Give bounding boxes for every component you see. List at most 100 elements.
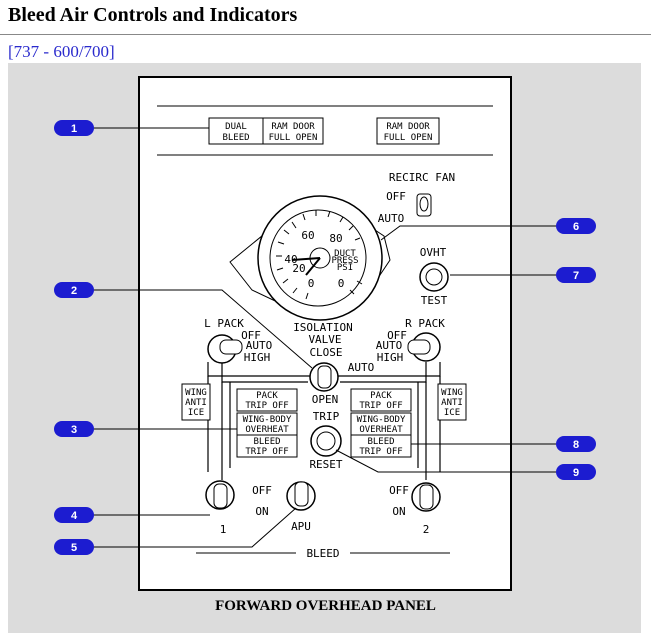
bleed-on-label: ON [255, 505, 268, 518]
callout-number: 2 [71, 285, 77, 297]
light-text: BLEED [367, 437, 394, 447]
light-text: FULL OPEN [269, 133, 318, 143]
l-pack-label: L PACK [204, 317, 244, 330]
light-text: ANTI [441, 398, 463, 408]
light-text: BLEED [253, 437, 280, 447]
light-text: DUAL [225, 122, 247, 132]
light-text: WING-BODY [243, 415, 292, 425]
light-text: WING [185, 388, 207, 398]
figure-caption: FORWARD OVERHEAD PANEL [215, 598, 436, 614]
gauge-tick-label: 20 [292, 262, 305, 275]
callout-number: 4 [71, 510, 78, 522]
wing-anti-ice-light-right: WING ANTI ICE [437, 383, 467, 421]
callout-6: 6 [556, 218, 596, 234]
apu-label: APU [291, 520, 311, 533]
gauge-tick-label: 40 [284, 253, 297, 266]
gauge-label: PSI [337, 263, 353, 273]
callout-number: 8 [573, 439, 579, 451]
callout-leaders [94, 127, 556, 548]
pack-trip-off-light-left: PACK TRIP OFF [236, 388, 298, 412]
callout-8: 8 [556, 436, 596, 452]
r-pack-off-label: OFF [387, 329, 407, 342]
ram-door-full-open-light: RAM DOOR FULL OPEN [262, 117, 324, 145]
callout-2: 2 [54, 282, 94, 298]
r-pack-auto-label: AUTO [376, 339, 403, 352]
gauge-tick-label: 0 [308, 277, 315, 290]
test-label: TEST [421, 294, 448, 307]
callout-number: 6 [573, 221, 579, 233]
isolation-valve-switch[interactable] [309, 362, 339, 392]
pack-trip-off-light-right: PACK TRIP OFF [350, 388, 412, 412]
ovht-test-button[interactable] [419, 262, 449, 292]
gauge-needle-left [291, 257, 321, 261]
engine-2-bleed-switch[interactable] [411, 482, 441, 512]
bleed-on-label-right: ON [392, 505, 405, 518]
l-pack-high-label: HIGH [244, 351, 271, 364]
iso-close-label: CLOSE [309, 346, 342, 359]
valve-label: VALVE [308, 333, 341, 346]
applicability-link[interactable]: [737 - 600/700] [8, 42, 115, 61]
ovht-label: OVHT [420, 246, 447, 259]
r-pack-label: R PACK [405, 317, 445, 330]
callout-number: 9 [573, 467, 579, 479]
trip-label: TRIP [313, 410, 340, 423]
light-text: OVERHEAT [245, 425, 289, 435]
light-text: BLEED [222, 133, 249, 143]
trip-reset-button[interactable] [310, 425, 342, 457]
r-pack-switch[interactable] [407, 332, 441, 362]
light-text: TRIP OFF [359, 401, 402, 411]
light-text: ICE [444, 408, 460, 418]
engine-1-label: 1 [220, 523, 227, 536]
light-text: OVERHEAT [359, 425, 403, 435]
light-text: RAM DOOR [271, 122, 315, 132]
ram-door-full-open-light-2: RAM DOOR FULL OPEN [376, 117, 440, 145]
wing-body-overheat-light-left: WING-BODY OVERHEAT [236, 412, 298, 436]
light-text: TRIP OFF [359, 447, 402, 457]
callout-number: 3 [71, 424, 77, 436]
bleed-duct-lines [207, 362, 441, 480]
light-text: ANTI [185, 398, 207, 408]
light-text: PACK [370, 391, 392, 401]
iso-auto-label: AUTO [348, 361, 375, 374]
callout-number: 5 [71, 542, 77, 554]
recirc-fan-switch[interactable] [416, 193, 432, 217]
light-text: TRIP OFF [245, 401, 288, 411]
gauge-tick-label: 60 [301, 229, 314, 242]
recirc-auto-label: AUTO [378, 212, 405, 225]
callout-number: 1 [71, 123, 77, 135]
duct-pressure-gauge: 60 80 40 20 0 0 DUCT PRESS PSI [229, 195, 391, 321]
bleed-section-label: BLEED [306, 547, 339, 560]
isolation-label: ISOLATION [293, 321, 353, 334]
reset-label: RESET [309, 458, 342, 471]
r-pack-high-label: HIGH [377, 351, 404, 364]
callout-7: 7 [556, 267, 596, 283]
gauge-tick-label: 0 [338, 277, 345, 290]
light-text: WING-BODY [357, 415, 406, 425]
wing-anti-ice-light-left: WING ANTI ICE [181, 383, 211, 421]
callout-4: 4 [54, 507, 94, 523]
light-text: TRIP OFF [245, 447, 288, 457]
header-divider [0, 34, 651, 35]
light-text: WING [441, 388, 463, 398]
gauge-needle-right [305, 257, 321, 276]
callout-5: 5 [54, 539, 94, 555]
bleed-off-label-right: OFF [389, 484, 409, 497]
gauge-tick-label: 80 [329, 232, 342, 245]
light-text: PACK [256, 391, 278, 401]
bleed-off-label: OFF [252, 484, 272, 497]
callout-3: 3 [54, 421, 94, 437]
l-pack-auto-label: AUTO [246, 339, 273, 352]
l-pack-switch[interactable] [207, 334, 243, 364]
wing-body-overheat-light-right: WING-BODY OVERHEAT [350, 412, 412, 436]
engine-2-label: 2 [423, 523, 430, 536]
callout-1: 1 [54, 120, 94, 136]
l-pack-off-label: OFF [241, 329, 261, 342]
apu-bleed-switch[interactable] [286, 481, 316, 511]
light-text: ICE [188, 408, 204, 418]
gauge-label: DUCT [334, 249, 356, 259]
bleed-trip-off-light-right: BLEED TRIP OFF [350, 434, 412, 458]
panel-outline [138, 76, 512, 591]
gauge-label: PRESS [331, 256, 358, 266]
engine-1-bleed-switch[interactable] [205, 480, 235, 510]
